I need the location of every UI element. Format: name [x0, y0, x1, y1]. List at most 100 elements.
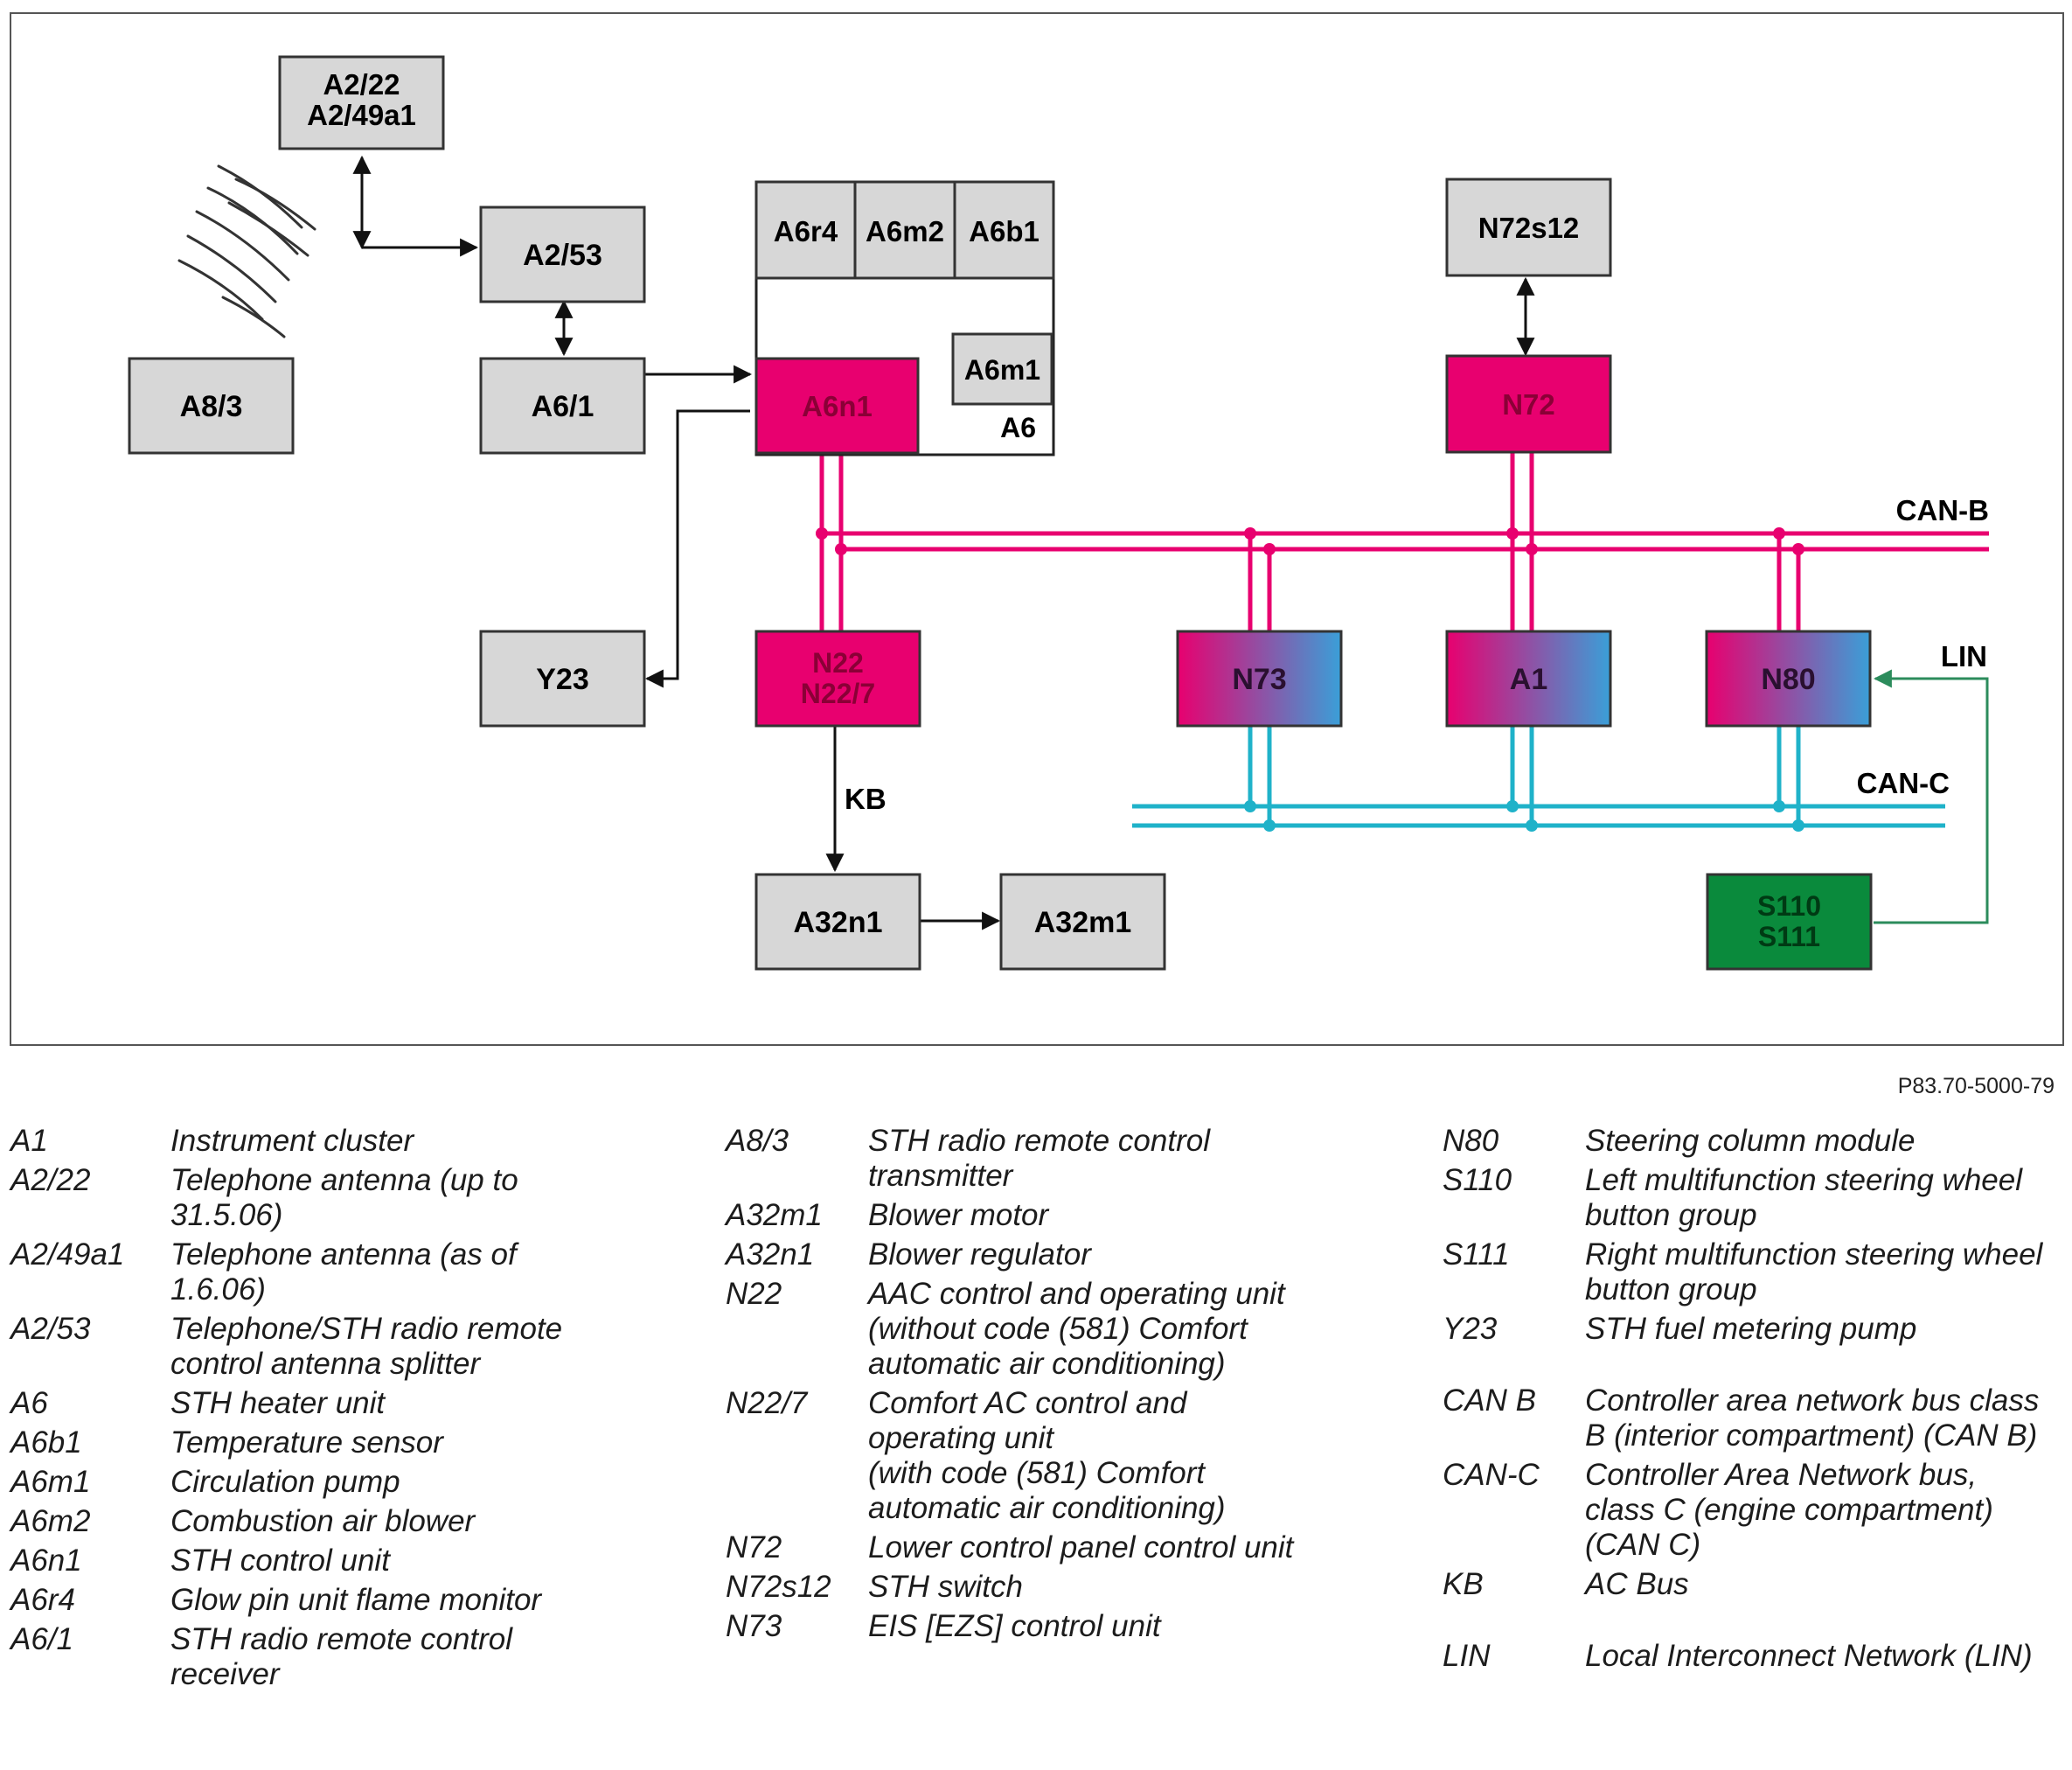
box-a6b1-label: A6b1 — [969, 215, 1039, 247]
legend-code: CAN-C — [1443, 1458, 1540, 1492]
box-a6-1-label: A6/1 — [532, 390, 594, 423]
diagram-svg: A2/22 A2/49a1 A2/53 A8/3 A6/1 A6r4 A6m2 … — [10, 12, 2064, 1046]
legend-description: STH heater unit — [170, 1386, 736, 1421]
box-n72s12-label: N72s12 — [1478, 212, 1580, 244]
box-s110: S110 S111 — [1706, 873, 1873, 971]
block-diagram: A2/22 A2/49a1 A2/53 A8/3 A6/1 A6r4 A6m2 … — [10, 12, 2064, 1046]
can-b-bus — [819, 452, 1989, 631]
box-n72: N72 — [1445, 354, 1612, 454]
legend-description: Local Interconnect Network (LIN) — [1585, 1639, 2068, 1674]
legend-code: N73 — [726, 1609, 782, 1643]
legend-row: Y23 STH fuel metering pump — [1443, 1312, 2068, 1347]
legend-description-line: STH switch — [868, 1570, 1023, 1604]
box-a32n1: A32n1 — [754, 873, 921, 971]
legend-description-line: Telephone antenna (as of — [170, 1237, 517, 1272]
legend-description-line: Blower regulator — [868, 1237, 1091, 1272]
legend-code: N80 — [1443, 1124, 1499, 1158]
legend-row: N72s12 STH switch — [726, 1570, 1320, 1605]
box-y23-label: Y23 — [536, 663, 589, 696]
legend-description-line: Instrument cluster — [170, 1124, 414, 1158]
legend-description-line: 1.6.06) — [170, 1272, 266, 1307]
legend-row: A6 STH heater unit — [10, 1386, 736, 1421]
legend-code: A32n1 — [726, 1237, 815, 1272]
legend-row: A32n1 Blower regulator — [726, 1237, 1320, 1272]
legend-description: Glow pin unit flame monitor — [170, 1583, 736, 1618]
legend-description-line: automatic air conditioning) — [868, 1347, 1226, 1381]
legend-code: A6 — [10, 1386, 48, 1420]
box-n22-label-1: N22 — [812, 647, 864, 679]
legend-description: STH switch — [868, 1570, 1320, 1605]
legend-row: N73 EIS [EZS] control unit — [726, 1609, 1320, 1644]
legend-description-line: (without code (581) Comfort — [868, 1312, 1248, 1346]
legend-row: LIN Local Interconnect Network (LIN) — [1443, 1639, 2068, 1674]
legend-description-line: AAC control and operating unit — [868, 1277, 1285, 1311]
legend-description-line: receiver — [170, 1657, 280, 1691]
box-a1: A1 — [1445, 630, 1612, 728]
legend-description-line: Lower control panel control unit — [868, 1530, 1294, 1564]
box-a2-22-label-1: A2/22 — [323, 68, 400, 101]
legend-description: Temperature sensor — [170, 1425, 736, 1460]
box-a6n1: A6n1 — [754, 357, 920, 455]
legend-description-line: (CAN C) — [1585, 1528, 1701, 1562]
legend-code: A6n1 — [10, 1544, 82, 1578]
legend-row: N80 Steering column module — [1443, 1124, 2068, 1159]
legend-description: Circulation pump — [170, 1465, 736, 1500]
box-a6r4-label: A6r4 — [774, 215, 838, 247]
legend-code: N22 — [726, 1277, 782, 1311]
box-a6r4: A6r4 — [754, 180, 857, 280]
legend-description-line: Comfort AC control and — [868, 1386, 1187, 1420]
radio-waves-icon — [177, 164, 316, 338]
box-n73: N73 — [1176, 630, 1343, 728]
box-a6m1-label: A6m1 — [964, 354, 1040, 386]
legend-code: A2/49a1 — [10, 1237, 125, 1272]
legend-code: N72 — [726, 1530, 782, 1564]
can-c-label: CAN-C — [1857, 767, 1950, 799]
legend-description-line: STH fuel metering pump — [1585, 1312, 1917, 1346]
can-b-label: CAN-B — [1896, 494, 1989, 526]
box-a32n1-label: A32n1 — [793, 906, 882, 939]
box-n72s12: N72s12 — [1445, 178, 1612, 277]
box-a1-label: A1 — [1510, 663, 1547, 696]
legend-row: CAN-C Controller Area Network bus,class C… — [1443, 1458, 2068, 1563]
legend-row: N22 AAC control and operating unit(withou… — [726, 1277, 1320, 1382]
legend-code: A2/22 — [10, 1163, 91, 1197]
legend-description-line: Glow pin unit flame monitor — [170, 1583, 542, 1617]
legend-code: N72s12 — [726, 1570, 831, 1604]
legend-code: A6m1 — [10, 1465, 91, 1499]
legend-description-line: Controller Area Network bus, — [1585, 1458, 1978, 1492]
box-a2-22: A2/22 A2/49a1 — [278, 55, 445, 150]
legend-description-line: automatic air conditioning) — [868, 1491, 1226, 1525]
legend-row: A1 Instrument cluster — [10, 1124, 736, 1159]
legend-code: A6b1 — [10, 1425, 82, 1460]
legend-code: A1 — [10, 1124, 48, 1158]
legend-description-line: Right multifunction steering wheel — [1585, 1237, 2043, 1272]
legend-description-line: Local Interconnect Network (LIN) — [1585, 1639, 2033, 1673]
legend-description-line: Telephone/STH radio remote — [170, 1312, 563, 1346]
box-a2-22-label-2: A2/49a1 — [307, 99, 416, 131]
legend-description: Instrument cluster — [170, 1124, 736, 1159]
box-s110-label-1: S110 — [1757, 890, 1821, 922]
legend-code: A32m1 — [726, 1198, 823, 1232]
box-s110-label-2: S111 — [1758, 921, 1820, 952]
box-a8-3: A8/3 — [128, 357, 295, 455]
legend-description: AAC control and operating unit(without c… — [868, 1277, 1320, 1382]
legend-description-line: Telephone antenna (up to — [170, 1163, 518, 1197]
legend-description-line: class C (engine compartment) — [1585, 1493, 1993, 1527]
box-n80: N80 — [1705, 630, 1872, 728]
legend-description: EIS [EZS] control unit — [868, 1609, 1320, 1644]
legend-code: Y23 — [1443, 1312, 1498, 1346]
box-a6m2: A6m2 — [853, 180, 956, 280]
legend-description-line: operating unit — [868, 1421, 1054, 1455]
legend-code: LIN — [1443, 1639, 1491, 1673]
legend-description-line: AC Bus — [1585, 1567, 1689, 1601]
legend-description: Steering column module — [1585, 1124, 2068, 1159]
